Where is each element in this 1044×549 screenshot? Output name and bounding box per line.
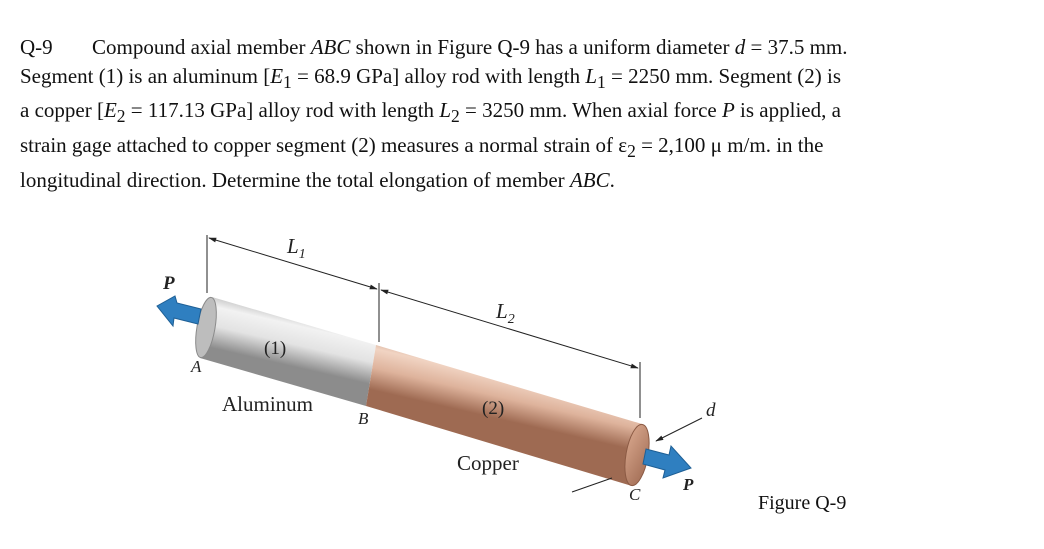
problem-line-4: strain gage attached to copper segment (… <box>20 131 1030 166</box>
variable-E1: E <box>270 63 284 88</box>
label-copper: Copper <box>457 451 519 475</box>
problem-line-2: Segment (1) is an aluminum [E1 = 68.9 GP… <box>20 62 1030 97</box>
variable-L2: L <box>439 98 451 123</box>
text: is applied, a <box>734 98 841 123</box>
leader-copper <box>571 477 613 493</box>
label-L1: L1 <box>286 234 306 262</box>
text: = 117.13 GPa] alloy rod with length <box>125 98 440 123</box>
label-L2: L2 <box>495 299 515 327</box>
label-P-right: P <box>682 475 694 494</box>
variable-E2: E <box>103 98 117 123</box>
figure-caption: Figure Q-9 <box>758 492 847 514</box>
label-B: B <box>358 409 369 428</box>
subscript: 1 <box>283 71 292 92</box>
label-aluminum: Aluminum <box>222 392 313 416</box>
aluminum-segment <box>200 297 376 406</box>
variable-P: P <box>721 98 735 123</box>
problem-line-3: a copper [E2 = 117.13 GPa] alloy rod wit… <box>20 96 1030 131</box>
diameter-leader <box>655 417 703 442</box>
dimension-line-L1 <box>208 237 378 290</box>
variable-L1: L <box>585 63 598 88</box>
force-arrow-right <box>642 444 692 479</box>
label-A: A <box>190 357 202 376</box>
member-name: ABC <box>569 167 610 192</box>
dimension-line-L2 <box>380 289 639 369</box>
label-P-left: P <box>162 273 175 294</box>
problem-line-1: Q-9 Compound axial member ABC shown in Fi… <box>20 33 1030 62</box>
text: longitudinal direction. Determine the to… <box>20 167 570 192</box>
end-face-A <box>195 296 217 359</box>
copper-segment <box>366 345 642 486</box>
text: = 37.5 mm. <box>745 35 848 59</box>
text: a copper [ <box>20 98 104 123</box>
force-arrow-left <box>156 295 202 328</box>
subscript: 1 <box>597 71 606 92</box>
text: Compound axial member <box>92 35 311 59</box>
label-d: d <box>706 400 716 421</box>
question-number: Q-9 <box>20 35 53 59</box>
member-name: ABC <box>310 35 351 59</box>
text: Segment (1) is an aluminum [ <box>20 63 271 88</box>
subscript: 2 <box>627 141 636 162</box>
label-segment-2: (2) <box>482 398 504 419</box>
text: = 2250 mm. Segment (2) is <box>605 63 842 88</box>
text: = 3250 mm. When axial force <box>459 98 722 123</box>
text: strain gage attached to copper segment (… <box>20 133 628 158</box>
text: = 2,100 μ m/m. in the <box>635 133 824 158</box>
variable-d: d <box>734 35 746 59</box>
problem-statement: Q-9 Compound axial member ABC shown in Fi… <box>20 33 1030 195</box>
problem-line-5: longitudinal direction. Determine the to… <box>20 166 1030 195</box>
text: . <box>609 167 615 192</box>
subscript: 2 <box>116 106 126 127</box>
text: shown in Figure Q-9 has a uniform diamet… <box>350 35 735 59</box>
subscript: 2 <box>451 106 460 127</box>
label-C: C <box>629 485 641 504</box>
label-segment-1: (1) <box>264 338 286 359</box>
text: = 68.9 GPa] alloy rod with length <box>291 63 586 88</box>
